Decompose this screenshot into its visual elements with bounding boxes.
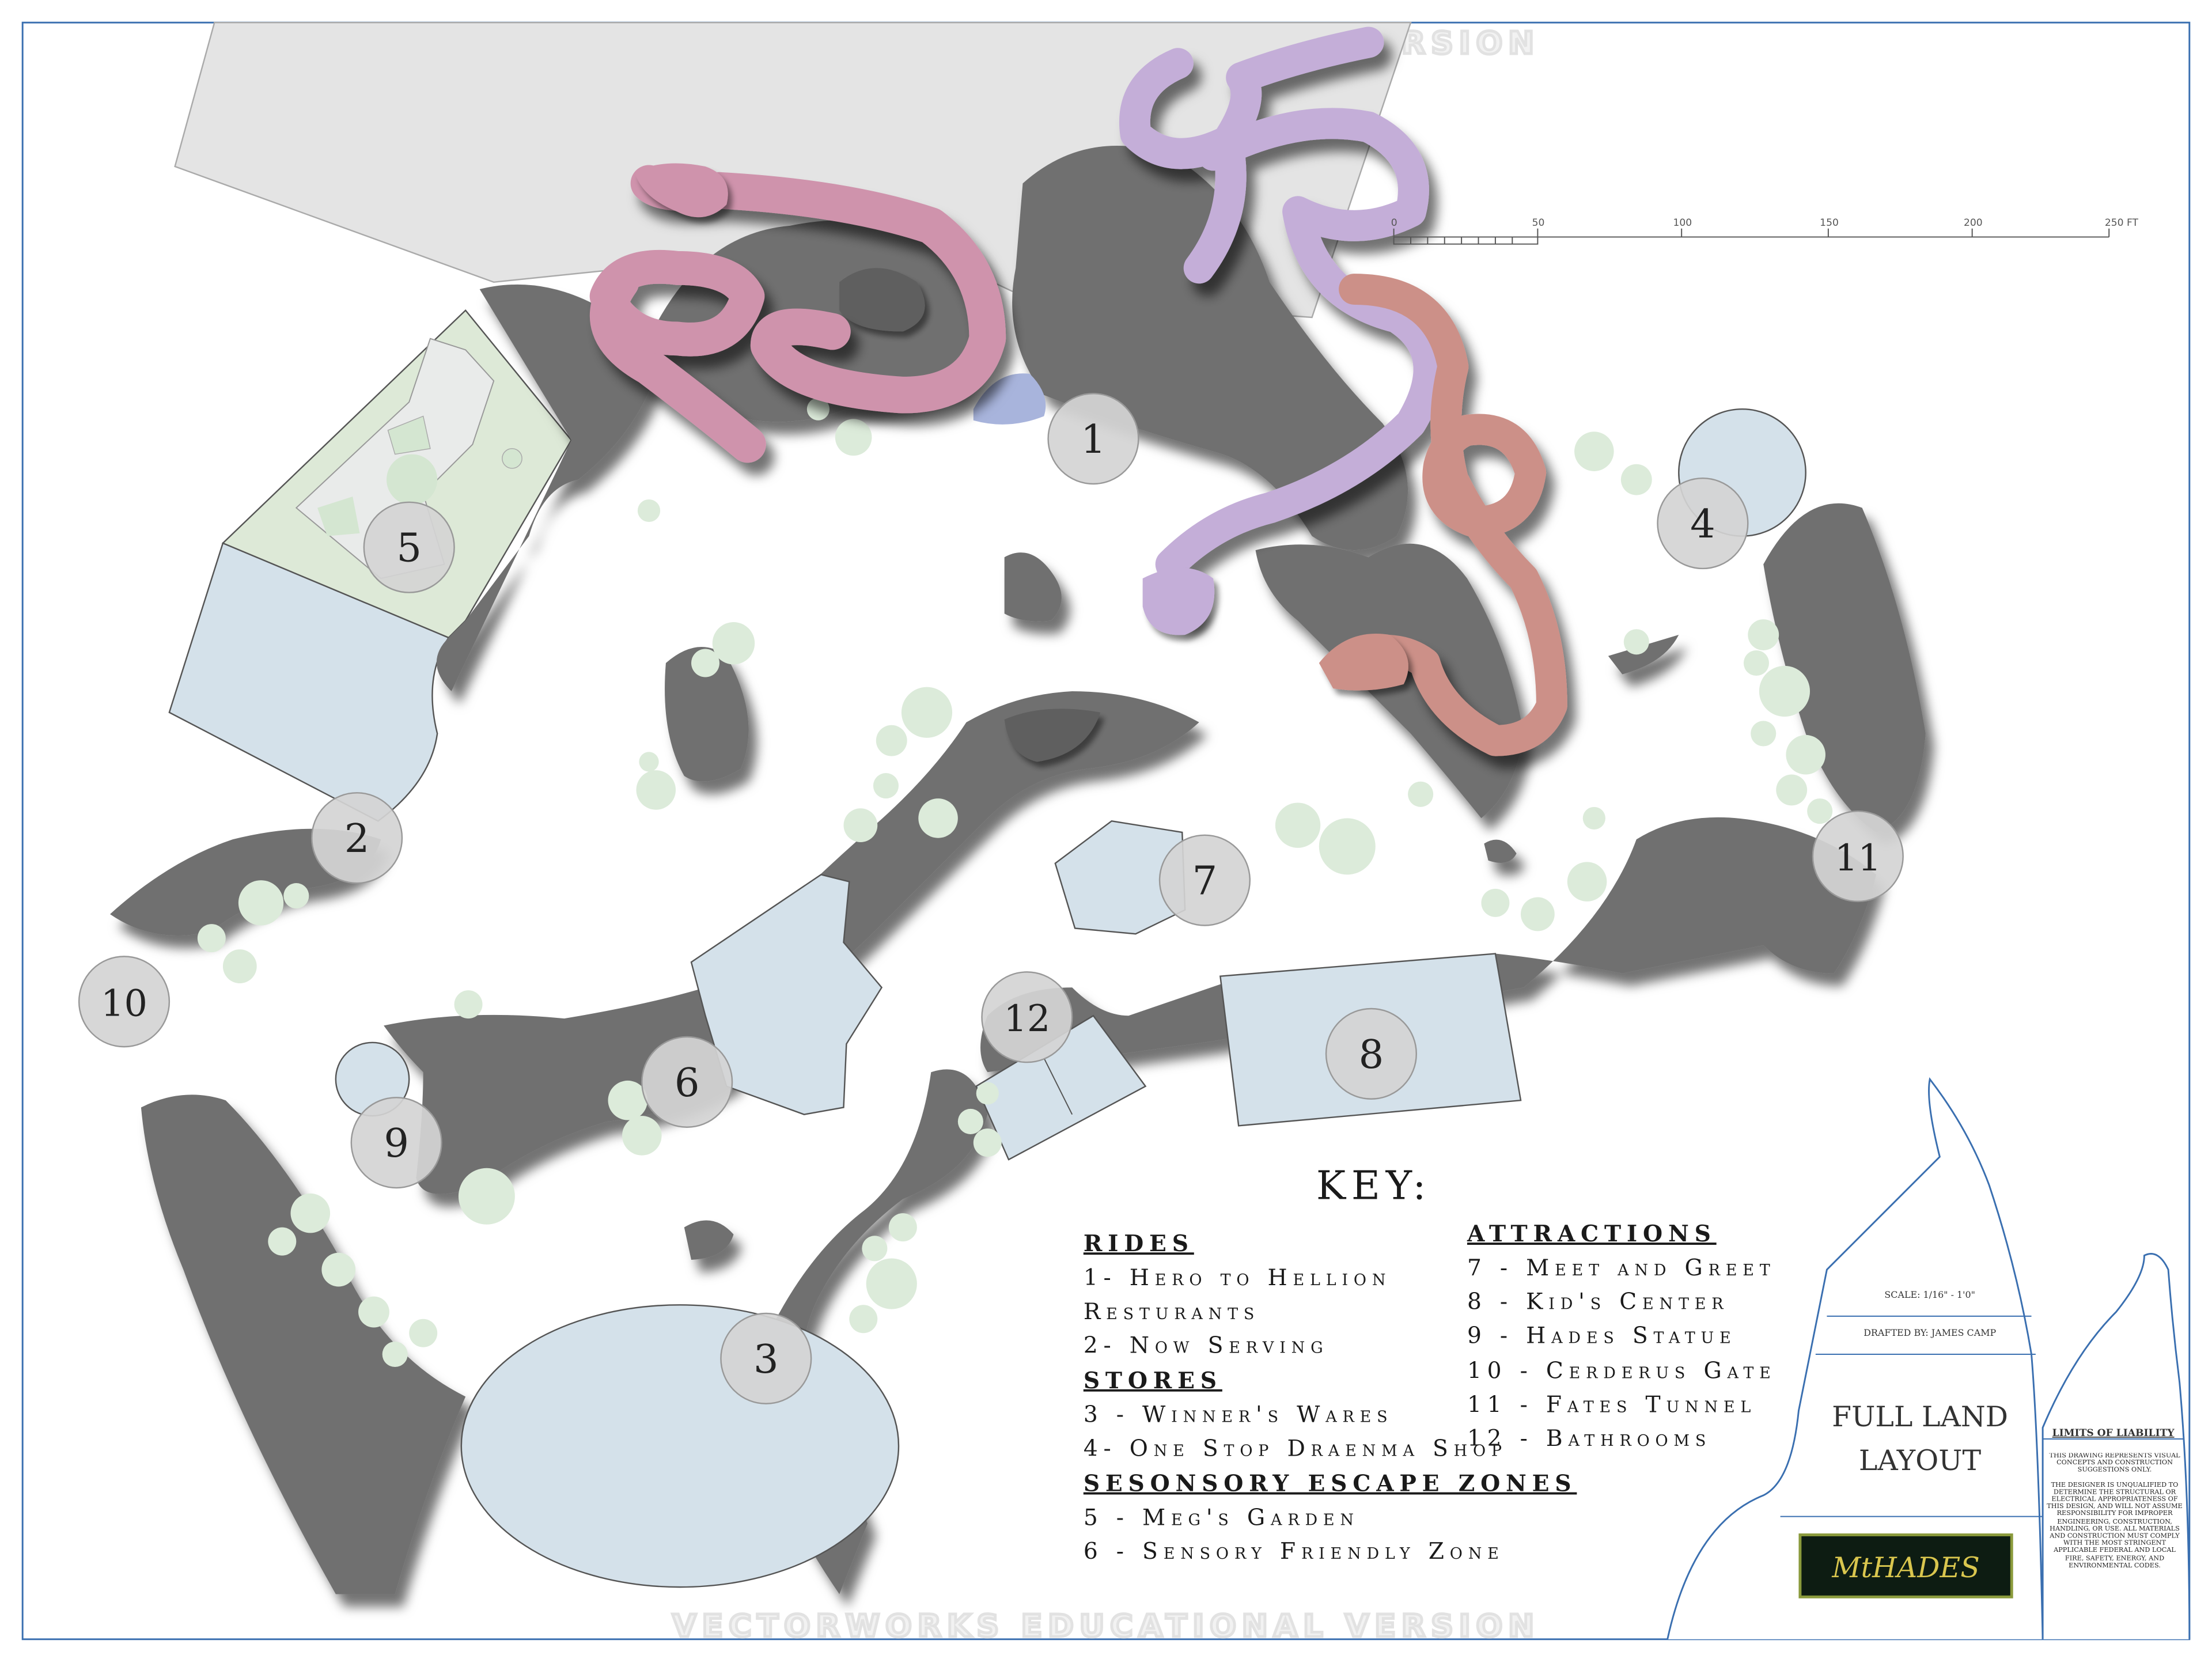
scale-bar — [1393, 228, 2110, 245]
scale-tick-250: 250 FT — [2105, 217, 2139, 229]
svg-text:9: 9 — [384, 1120, 409, 1166]
svg-text:5: 5 — [396, 525, 422, 571]
scale-tick-50: 50 — [1532, 217, 1545, 229]
rock-central-spine — [740, 691, 1199, 1016]
scale-tick-150: 150 — [1820, 217, 1839, 229]
title-main-line1: FULL LAND — [1832, 1400, 2008, 1433]
marker-2[interactable]: 2 — [311, 792, 403, 884]
map-key: KEY: RIDES 1- Hero to Hellion Resturants… — [1084, 1163, 1777, 1565]
rock-north-west — [436, 284, 664, 691]
svg-text:6: 6 — [675, 1060, 700, 1106]
key-zone-5: 5 - Meg's Garden — [1084, 1505, 1359, 1531]
key-attractions-heading: ATTRACTIONS — [1467, 1221, 1717, 1247]
rock-south-east-arc — [980, 817, 1877, 1073]
marker-10[interactable]: 10 — [78, 956, 171, 1048]
title-block: SCALE: 1/16" - 1'0" DRAFTED BY: JAMES CA… — [1666, 1077, 2191, 1640]
key-attraction-10: 10 - Cerderus Gate — [1467, 1358, 1777, 1384]
marker-9[interactable]: 9 — [350, 1097, 442, 1189]
track-lavender — [1119, 26, 1445, 622]
liability-paragraph-1: THIS DRAWING REPRESENTS VISUAL CONCEPTS … — [2049, 1453, 2180, 1475]
svg-text:7: 7 — [1192, 858, 1218, 904]
megs-garden — [221, 309, 573, 639]
marker-1[interactable]: 1 — [1047, 393, 1139, 485]
key-restaurants-heading: Resturants — [1084, 1299, 1260, 1325]
scale-tick-0: 0 — [1391, 217, 1397, 229]
track-pink-end — [635, 163, 728, 218]
track-salmon-end — [1319, 634, 1408, 691]
key-store-3: 3 - Winner's Wares — [1084, 1402, 1393, 1428]
svg-text:10: 10 — [101, 982, 147, 1025]
key-restaurant-2: 2- Now Serving — [1084, 1333, 1329, 1359]
location-markers: 1 2 3 4 5 6 7 8 9 10 11 12 — [78, 393, 1904, 1404]
rock-island-1 — [1004, 552, 1062, 622]
rock-south-bowl — [141, 1094, 466, 1594]
marker-4[interactable]: 4 — [1657, 477, 1749, 570]
marker-5[interactable]: 5 — [363, 501, 455, 593]
marker-7[interactable]: 7 — [1158, 834, 1251, 926]
rock-island-2 — [665, 647, 749, 782]
title-scale: SCALE: 1/16" - 1'0" — [1884, 1289, 1975, 1300]
svg-text:12: 12 — [1003, 998, 1050, 1040]
key-ride-1: 1- Hero to Hellion — [1084, 1265, 1391, 1291]
marker-8[interactable]: 8 — [1325, 1007, 1417, 1100]
rock-spine-cap — [1004, 709, 1101, 762]
rock-south-west-arm — [384, 987, 737, 1194]
svg-text:3: 3 — [753, 1336, 779, 1382]
key-attraction-9: 9 - Hades Statue — [1467, 1323, 1737, 1349]
key-attraction-11: 11 - Fates Tunnel — [1467, 1392, 1756, 1418]
marker-6[interactable]: 6 — [641, 1036, 733, 1128]
marker-11[interactable]: 11 — [1812, 810, 1904, 903]
svg-text:4: 4 — [1690, 501, 1715, 547]
key-attraction-12: 12 - Bathrooms — [1467, 1426, 1711, 1452]
trees — [197, 397, 1833, 1368]
title-main-line2: LAYOUT — [1859, 1444, 1982, 1477]
title-drafted-by: DRAFTED BY: JAMES CAMP — [1863, 1327, 1996, 1338]
track-pink-loop — [589, 249, 765, 357]
liability-heading: LIMITS OF LIABILITY — [2052, 1427, 2175, 1439]
svg-text:1: 1 — [1081, 416, 1106, 463]
key-attraction-7: 7 - Meet and Greet — [1467, 1255, 1776, 1281]
pond — [973, 373, 1046, 425]
key-zone-6: 6 - Sensory Friendly Zone — [1084, 1539, 1505, 1565]
logo-text: MtHADES — [1831, 1551, 1979, 1584]
rock-north-east — [1012, 146, 1408, 551]
rock-east-wall — [1763, 503, 1926, 832]
key-store-4: 4- One Stop Draenma Shop — [1084, 1435, 1508, 1461]
rock-island-5 — [684, 1220, 734, 1260]
rock-west-ledge — [110, 828, 381, 935]
svg-text:8: 8 — [1359, 1032, 1384, 1078]
logo-panel — [1798, 1533, 2013, 1599]
key-stores-heading: STORES — [1084, 1368, 1222, 1394]
key-zones-heading: SESONSORY ESCAPE ZONES — [1084, 1471, 1577, 1497]
marker-3[interactable]: 3 — [720, 1312, 812, 1404]
key-attraction-8: 8 - Kid's Center — [1467, 1289, 1729, 1315]
key-title: KEY: — [1316, 1163, 1431, 1209]
scale-tick-100: 100 — [1673, 217, 1692, 229]
svg-text:11: 11 — [1835, 837, 1881, 880]
rock-plateau — [839, 268, 925, 332]
marker-12[interactable]: 12 — [981, 971, 1073, 1063]
watermark-bottom: VECTORWORKS EDUCATIONAL VERSION — [672, 1608, 1540, 1644]
track-lavender-end — [1142, 567, 1215, 635]
svg-text:2: 2 — [344, 816, 370, 862]
liability-paragraph-2: THE DESIGNER IS UNQUALIFIED TO DETERMINE… — [2047, 1482, 2183, 1570]
track-salmon — [1339, 274, 1567, 756]
building-winners-wares — [460, 1304, 900, 1588]
scale-tick-200: 200 — [1964, 217, 1983, 229]
rock-island-3 — [1608, 635, 1679, 675]
key-rides-heading: RIDES — [1084, 1230, 1194, 1257]
rock-island-4 — [1484, 839, 1517, 863]
